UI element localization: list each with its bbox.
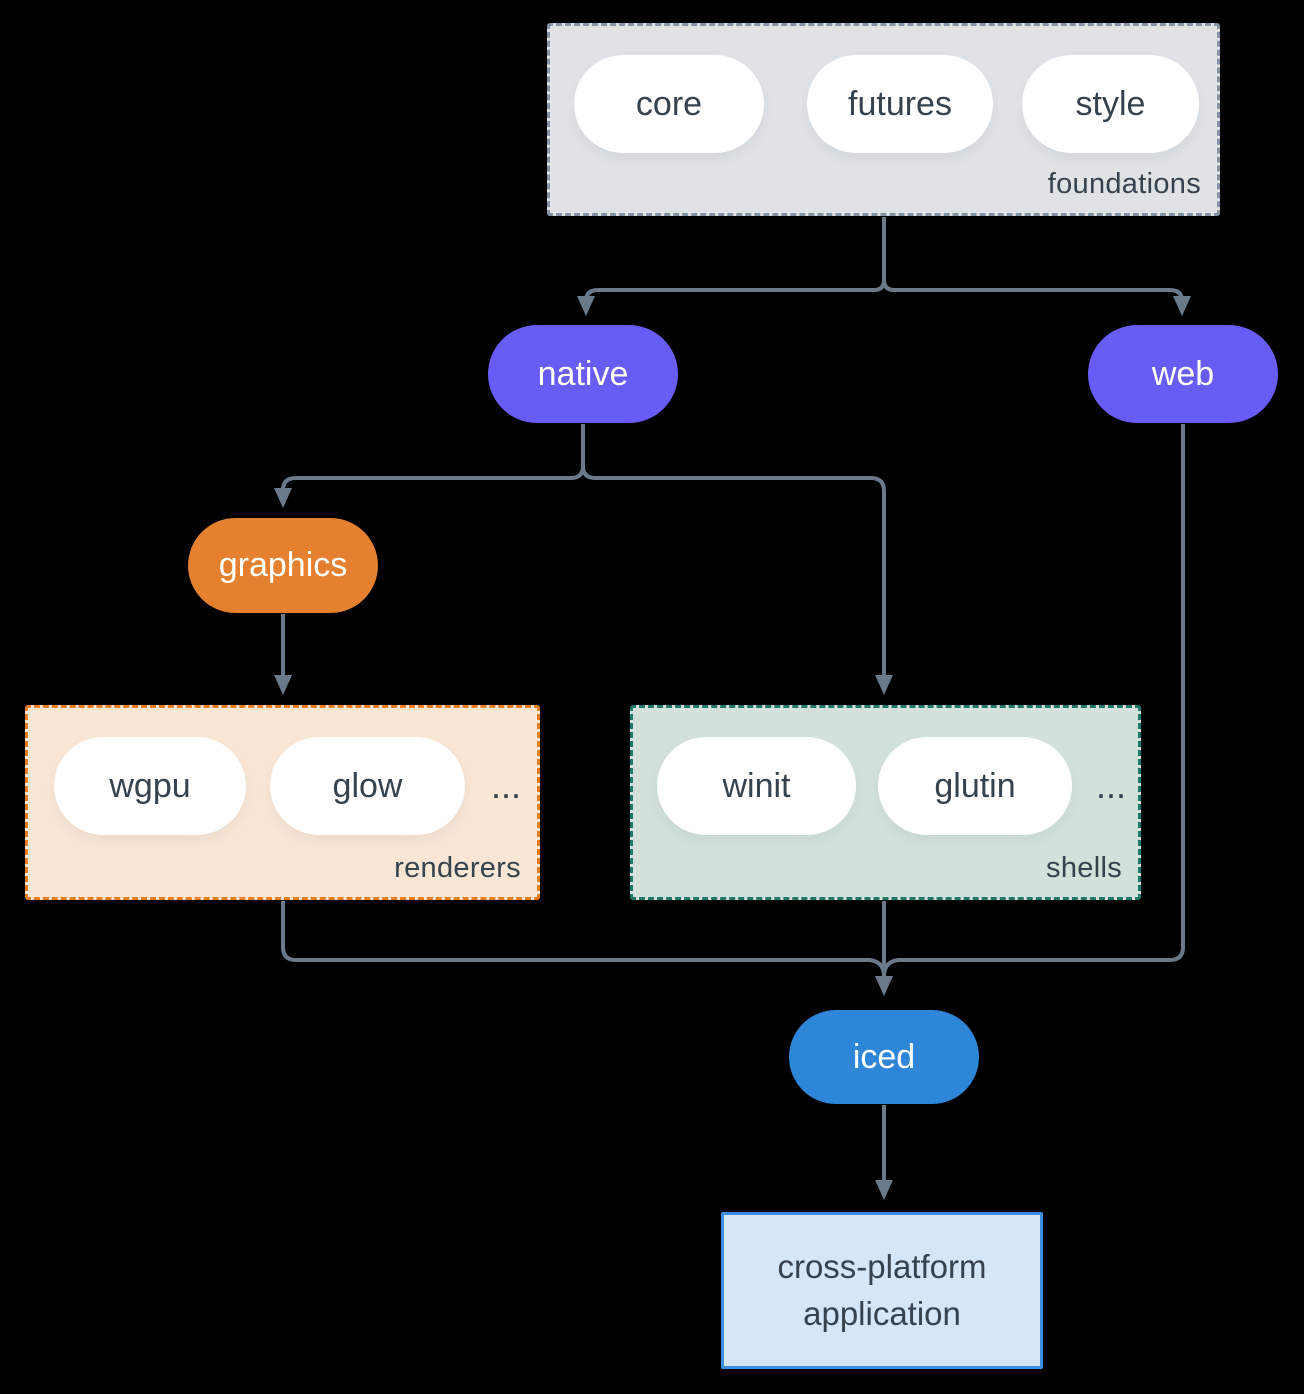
renderers-ellipsis: ... — [490, 765, 521, 806]
node-futures: futures — [807, 55, 993, 153]
group-foundations: core futures style foundations — [547, 23, 1220, 216]
node-core: core — [574, 55, 764, 153]
group-renderers: wgpu glow ... renderers — [25, 705, 540, 900]
group-label-foundations: foundations — [1047, 168, 1201, 200]
node-style: style — [1022, 55, 1199, 153]
node-wgpu: wgpu — [54, 737, 246, 835]
arrow-native-to-shells — [581, 424, 893, 695]
node-web: web — [1088, 325, 1278, 423]
arrow-foundations-to-web — [882, 217, 1191, 316]
group-label-shells: shells — [1046, 852, 1122, 884]
arrow-foundations-to-native — [577, 217, 886, 316]
node-cross-platform-application: cross-platform application — [721, 1212, 1043, 1369]
node-winit: winit — [657, 737, 856, 835]
line-renderers-to-merge — [281, 901, 886, 977]
node-graphics: graphics — [188, 518, 378, 613]
arrow-native-to-graphics — [274, 424, 585, 508]
node-native: native — [488, 325, 678, 423]
shells-ellipsis: ... — [1095, 765, 1126, 806]
group-shells: winit glutin ... shells — [630, 705, 1141, 900]
node-iced: iced — [789, 1010, 979, 1104]
group-label-renderers: renderers — [394, 852, 521, 884]
node-glow: glow — [270, 737, 465, 835]
node-glutin: glutin — [878, 737, 1072, 835]
